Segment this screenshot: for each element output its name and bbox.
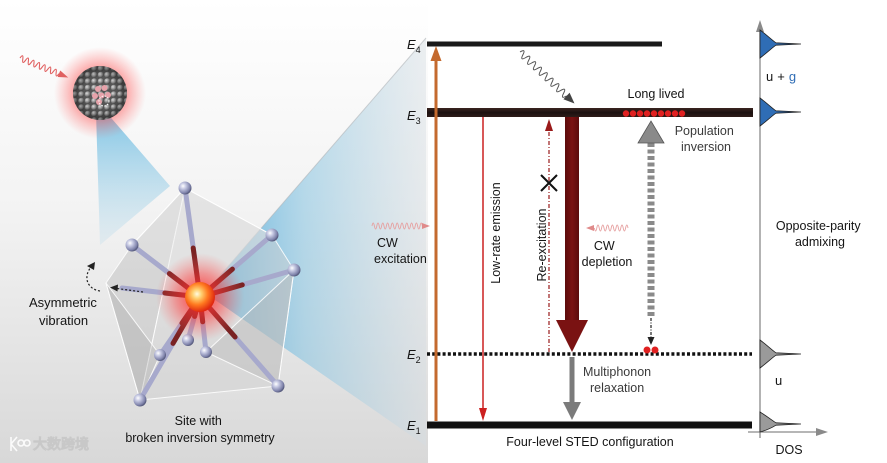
opposite-parity-admixing-label: Opposite-parity admixing [776, 219, 864, 249]
cw-excitation-arrow [430, 46, 442, 421]
wave-arrowhead [563, 92, 575, 104]
emission-arrowhead [479, 408, 487, 421]
dos-density-axis-arrowhead [816, 428, 828, 436]
population-inversion-arrow [637, 120, 665, 345]
incoming-light-wave [19, 55, 69, 78]
nanoparticle [54, 47, 146, 139]
coordination-polyhedron [105, 187, 295, 401]
population-dot [678, 110, 686, 117]
excitation-arrowhead [430, 46, 442, 61]
population-dot [671, 110, 679, 117]
vibration-curved-arrowhead [87, 262, 95, 270]
dos-peak-e1 [759, 411, 802, 433]
population-dot [650, 110, 658, 117]
zoom-cone [205, 38, 426, 446]
e4-e3-decay-wave [519, 50, 575, 104]
population-dot [643, 346, 651, 354]
polyhedron-face-lower-left [105, 282, 161, 401]
wave-arrowhead [422, 223, 430, 229]
population-inversion-label: Population inversion [675, 124, 738, 154]
ligand-atom [133, 393, 147, 407]
re-excitation-arrow [545, 119, 553, 352]
ligand-atom [271, 379, 285, 393]
nanoparticle-shade [73, 66, 127, 120]
e3-population-dots [622, 110, 686, 117]
ligand-atom [178, 181, 192, 195]
level-label-e1: E1 [407, 418, 421, 436]
wave-arrowhead [586, 225, 594, 231]
ligand-atom [154, 349, 166, 361]
population-dot [622, 110, 630, 117]
energy-levels [427, 41, 753, 429]
site-marker-circle [98, 95, 110, 107]
upper-parity-label: u+g [766, 69, 796, 84]
watermark: 大数跨境 [10, 436, 89, 453]
dos-peak-e3 [759, 97, 802, 127]
nanoparticle-beam [96, 112, 170, 245]
multiphonon-relaxation-label: Multiphonon relaxation [583, 365, 655, 395]
ligand-atom [125, 238, 139, 252]
wave-line [593, 224, 629, 232]
dos-peak-e2 [759, 339, 802, 369]
re-excitation-label: Re-excitation [535, 208, 549, 281]
zoom-cone-edge [204, 37, 427, 294]
multiphonon-relaxation-arrow [563, 357, 581, 420]
vibration-straight-arrowhead [110, 284, 118, 292]
cw-depletion-label: CW depletion [582, 239, 633, 269]
low-rate-emission-label: Low-rate emission [489, 182, 503, 283]
e2-population-dots [643, 346, 659, 354]
vibration-curved-arrow [86, 266, 101, 292]
level-label-e2: E2 [407, 347, 421, 365]
ligand-atom [265, 228, 279, 242]
polyhedron-face-lower-right [205, 269, 295, 387]
wave-arrowhead [57, 70, 69, 78]
central-ion [185, 282, 215, 312]
wave-line [19, 55, 60, 77]
cw-excitation-label: CW excitation [374, 236, 427, 266]
level-labels: E4 E3 E2 E1 [407, 37, 421, 436]
lower-parity-label: u [775, 373, 782, 388]
vibration-straight-arrow [116, 287, 144, 293]
watermark-text: 大数跨境 [33, 436, 89, 453]
cw-depletion-wave [586, 224, 629, 232]
asymmetric-vibration-label: Asymmetric vibration [29, 295, 101, 328]
population-dot [643, 110, 651, 117]
level-label-e3: E3 [407, 108, 421, 126]
relaxation-arrowhead [563, 402, 581, 420]
re-excitation-arrowhead [545, 119, 553, 131]
depletion-arrow-shaft [565, 117, 579, 322]
cw-excitation-wave [371, 222, 430, 230]
population-dot [629, 110, 637, 117]
level-e3 [427, 108, 753, 117]
level-label-e4: E4 [407, 37, 421, 55]
cw-depletion-arrow [556, 117, 588, 352]
population-dot [651, 346, 659, 354]
population-dot [657, 110, 665, 117]
blocked-x-mark [540, 174, 558, 192]
site-label: Site with broken inversion symmetry [125, 414, 275, 445]
low-rate-emission-arrow [479, 117, 487, 421]
ligand-atom [200, 346, 212, 358]
dos-energy-axis-arrowhead [756, 20, 764, 32]
long-lived-label: Long lived [628, 87, 685, 101]
wave-line [371, 222, 423, 230]
dos-axis-label: DOS [775, 443, 802, 457]
figure-caption: Four-level STED configuration [506, 435, 673, 449]
population-dot [636, 110, 644, 117]
inversion-up-arrowhead [637, 120, 665, 144]
dos-peak-e4 [759, 29, 802, 59]
ligand-atom [287, 263, 301, 277]
depletion-arrowhead [556, 320, 588, 352]
wave-line [519, 50, 567, 98]
dos-peaks [759, 29, 802, 433]
vibration-arrows [86, 262, 144, 293]
inversion-down-arrowhead [647, 337, 655, 345]
watermark-logo-icon [10, 436, 31, 452]
population-dot [664, 110, 672, 117]
